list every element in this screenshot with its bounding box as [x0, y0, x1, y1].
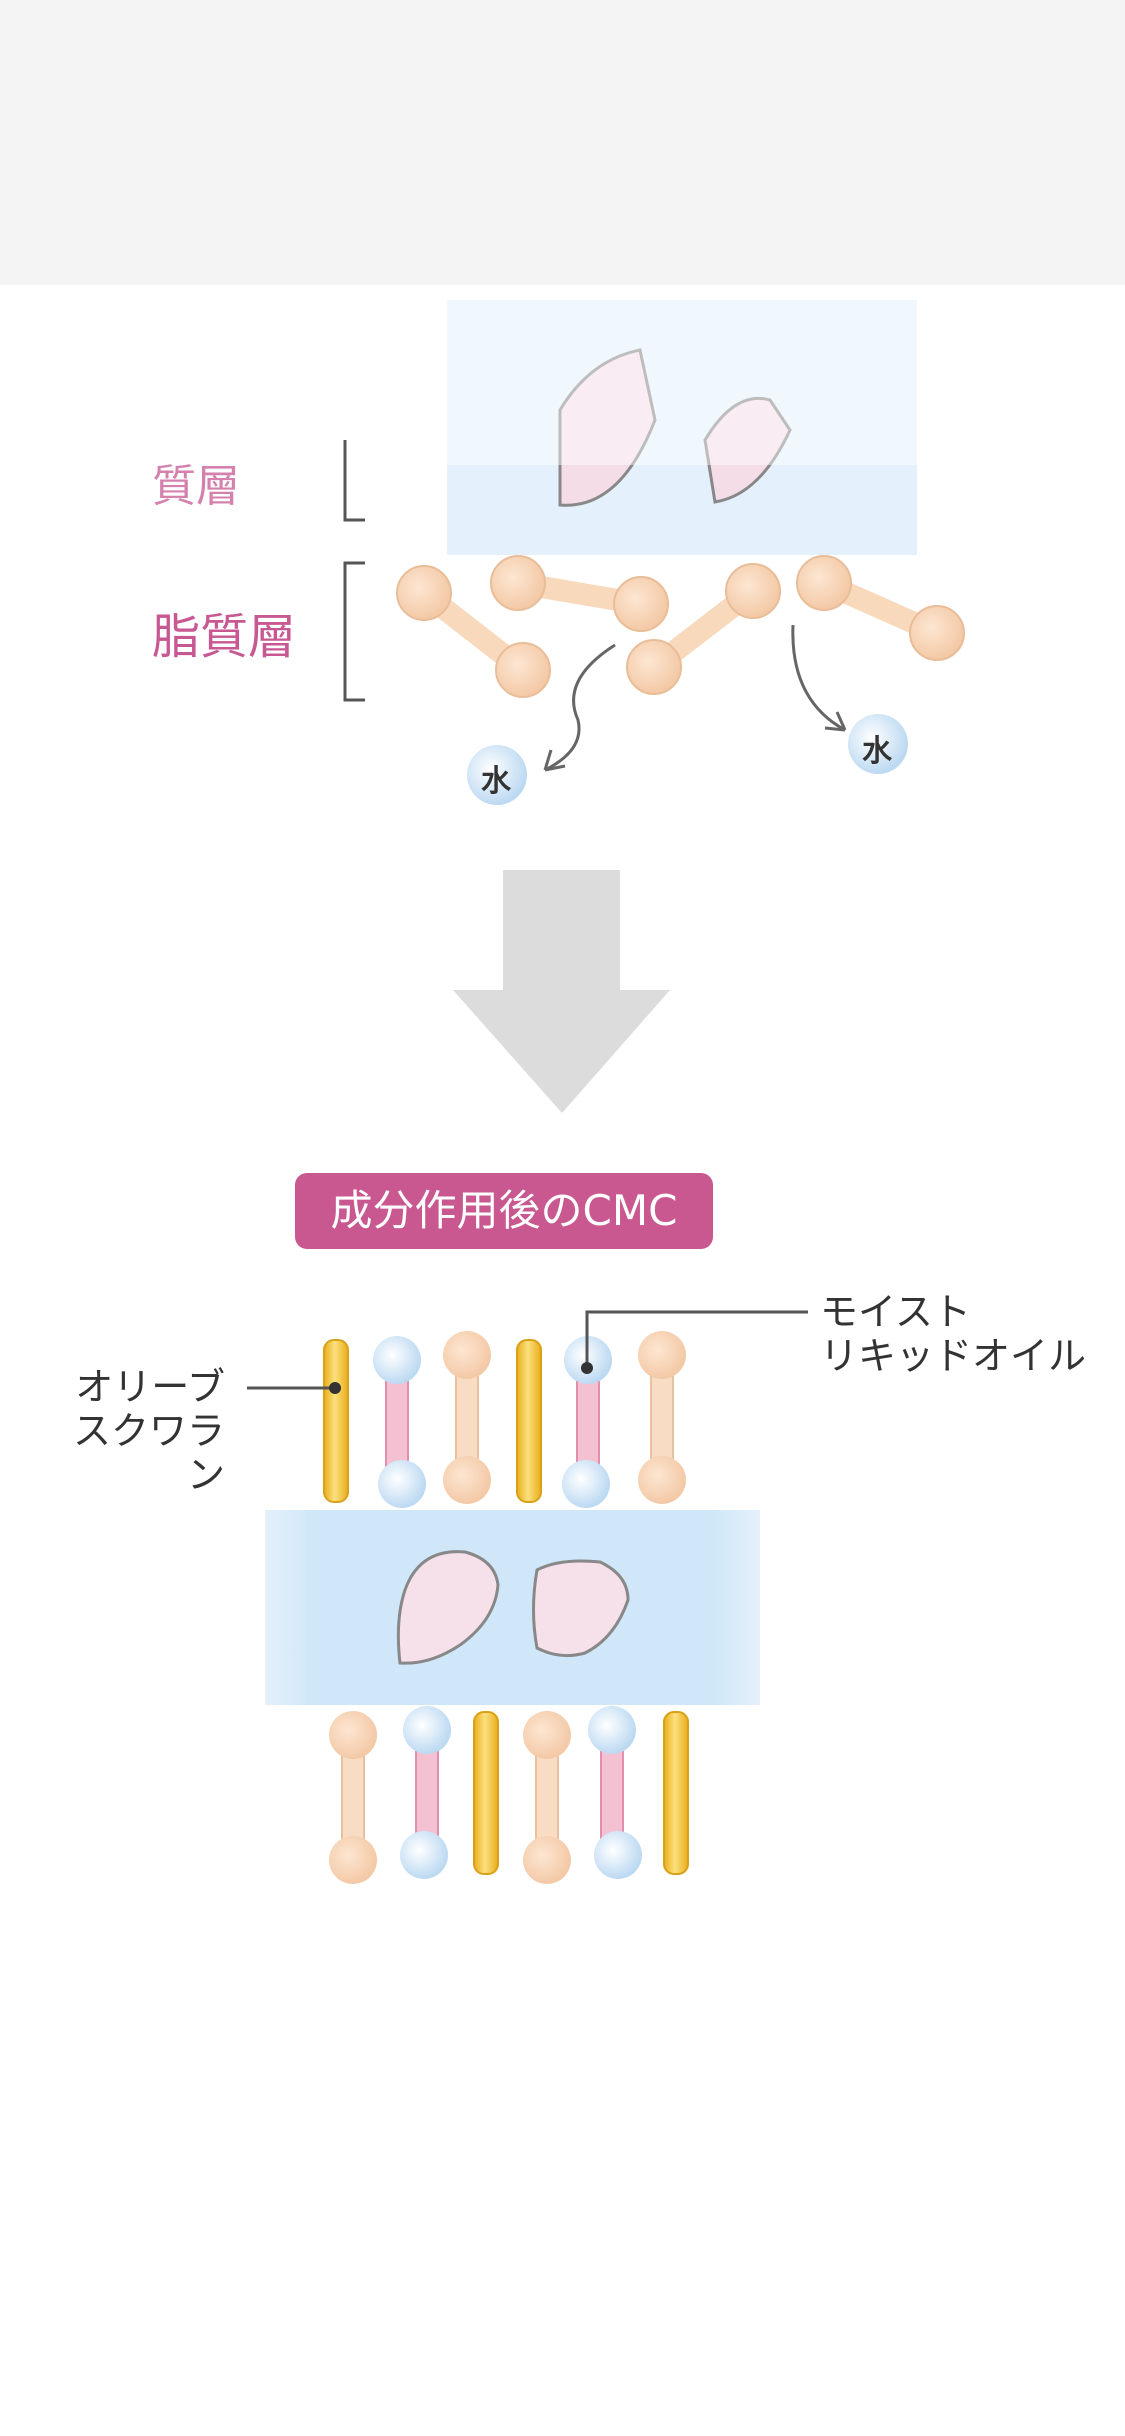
squalane-rod — [473, 1711, 499, 1875]
callout-left-line2: スクワラン — [72, 1409, 225, 1497]
lipid-molecule — [396, 565, 551, 698]
moist-oil-molecule — [400, 1706, 451, 1879]
moist-oil-molecule — [588, 1706, 642, 1879]
squalane-rod — [663, 1711, 689, 1875]
lipid-peach-molecule — [523, 1711, 571, 1884]
menu-icon[interactable] — [966, 356, 1056, 426]
after-cmc-title: 成分作用後のCMC — [295, 1173, 713, 1249]
layer-lipid-label: 脂質層 — [152, 609, 297, 665]
water-label: 水 — [481, 764, 511, 799]
lipid-peach-molecule — [638, 1331, 686, 1504]
squalane-rod — [323, 1339, 349, 1503]
water-droplet — [467, 745, 527, 805]
lipid-molecule — [490, 555, 669, 632]
lipid-peach-molecule — [443, 1331, 491, 1504]
water-band-top — [447, 300, 917, 555]
brand-logo[interactable]: Aujua — [84, 348, 399, 450]
callout-moist-liquid-oil: モイスト リキッドオイル — [820, 1290, 1086, 1378]
lipid-molecule — [796, 555, 965, 661]
water-label: 水 — [862, 734, 892, 769]
water-arrow — [791, 624, 846, 732]
protein-shape — [532, 1559, 630, 1658]
callout-right-line1: モイスト — [820, 1290, 971, 1334]
lipid-peach-molecule — [329, 1711, 377, 1884]
protein-shape — [703, 396, 792, 504]
water-droplet — [848, 714, 908, 774]
lipid-molecule — [626, 563, 781, 695]
callout-right-line2: リキッドオイル — [820, 1334, 1087, 1378]
squalane-rod — [516, 1339, 542, 1503]
callout-line-right — [585, 1310, 808, 1368]
water-arrow — [544, 643, 616, 772]
layer-top-label: 質層 — [152, 461, 240, 512]
protein-shape — [558, 348, 657, 507]
diagram-before — [0, 0, 1125, 805]
water-band-bottom — [265, 1510, 760, 1705]
bracket-top-layer — [343, 440, 365, 522]
moist-oil-molecule — [373, 1336, 426, 1508]
protein-shape — [396, 1550, 500, 1665]
callout-olive-squalane: オリーブ スクワラン — [55, 1365, 225, 1497]
down-arrow-icon — [453, 870, 670, 1113]
callout-left-line1: オリーブ — [75, 1365, 225, 1409]
bracket-lipid-layer — [343, 561, 365, 702]
diagram-after — [247, 1310, 808, 1884]
